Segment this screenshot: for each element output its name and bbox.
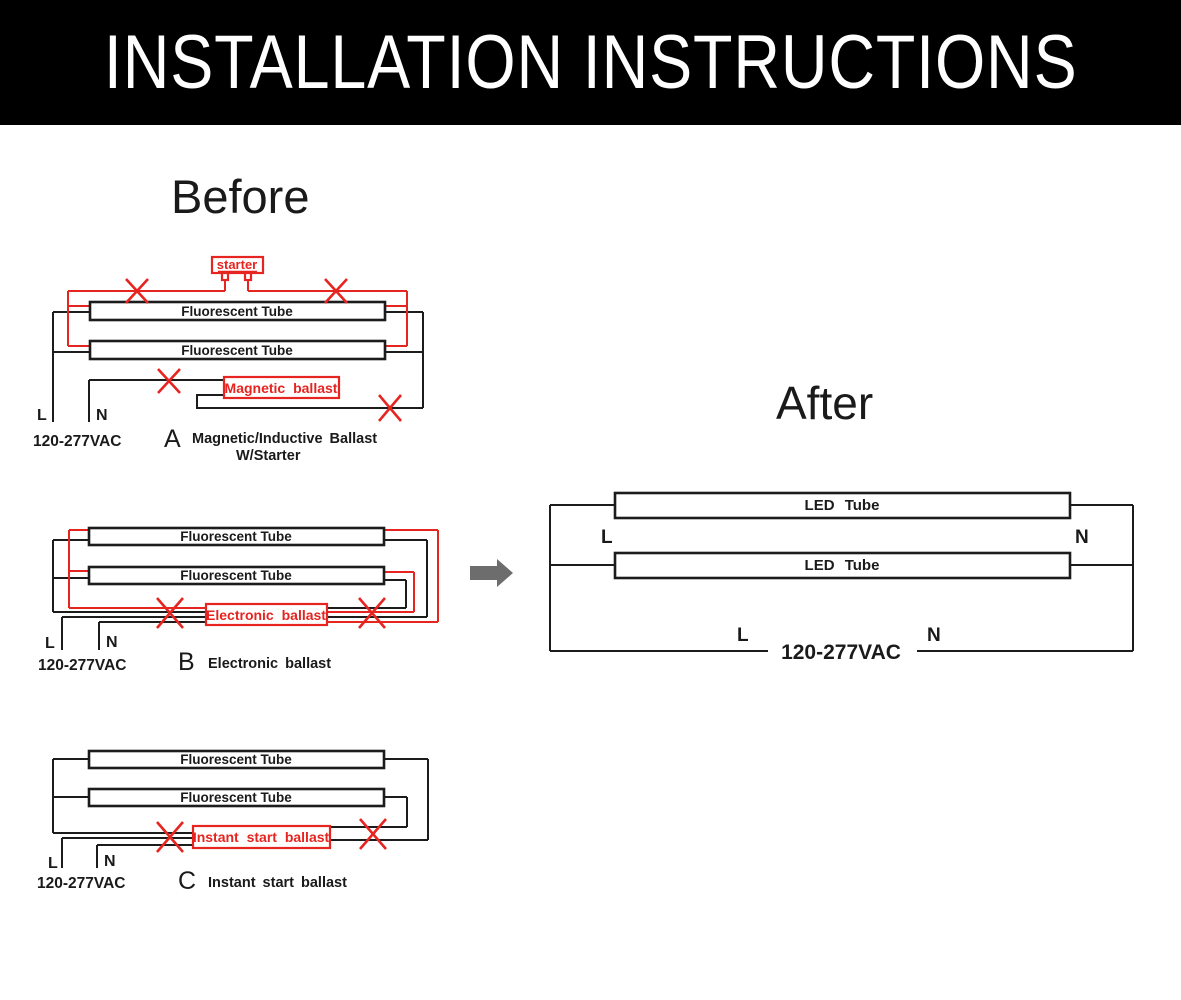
a-terminal-n-label: N [96,407,108,424]
electronic-ballast-box [204,602,329,627]
c-cut-mark-right [359,818,387,850]
a-cut-mark-top-right [324,278,348,304]
a-caption-line1: Magnetic/Inductive Ballast [192,431,377,447]
c-cut-mark-left [156,821,184,853]
diagram-after: LED Tube LED Tube L N L N 120-277VAC [549,491,1134,664]
c-terminal-n-label: N [104,853,116,870]
page-title: INSTALLATION INSTRUCTIONS [103,20,1078,105]
before-to-after-arrow-icon [470,559,513,587]
a-cut-mark-neutral [157,368,181,394]
b-tube1-label: Fluorescent Tube [180,529,292,544]
instant-start-ballast-label: Instant start ballast [193,829,330,845]
starter-pin-left [220,271,230,282]
diagram-a: starter Fluorescent Tube Fluorescent Tub… [33,255,424,464]
diagram-b: Fluorescent Tube Fluorescent Tube Electr… [38,526,439,676]
title-banner: INSTALLATION INSTRUCTIONS [0,0,1181,125]
after-n-bottom-label: N [927,625,941,646]
b-terminal-n-label: N [106,634,118,651]
after-voltage-label: 120-277VAC [781,641,901,664]
after-l-bottom-label: L [737,625,749,646]
a-voltage-label: 120-277VAC [33,433,121,450]
a-fluorescent-tube-1 [88,300,387,322]
b-cut-mark-left [156,597,184,629]
c-tube1-label: Fluorescent Tube [180,752,292,767]
b-fluorescent-tube-2 [87,565,386,586]
after-heading: After [776,377,874,429]
c-index-letter: C [178,867,196,895]
led-tube-1 [613,491,1072,520]
b-index-letter: B [178,648,195,676]
magnetic-ballast-box [222,375,341,400]
c-caption: Instant start ballast [208,875,347,891]
a-index-letter: A [164,425,181,453]
a-terminal-l-label: L [37,407,47,424]
starter-label: starter [217,257,257,272]
after-l-top-label: L [601,527,613,548]
a-fluorescent-tube-2 [88,339,387,361]
b-cut-mark-right [358,597,386,629]
starter-box [210,255,265,275]
a-caption-line2: W/Starter [236,448,301,464]
a-ballast-loop-wire [196,394,423,409]
a-tube2-label: Fluorescent Tube [181,343,293,358]
led-tube-2 [613,551,1072,580]
a-cut-mark-loop [378,394,402,422]
after-n-top-label: N [1075,527,1089,548]
a-cut-mark-top-left [125,278,149,304]
c-fluorescent-tube-1 [87,749,386,770]
after-tube1-label: LED Tube [805,497,880,514]
b-voltage-label: 120-277VAC [38,657,126,674]
a-tube1-label: Fluorescent Tube [181,304,293,319]
b-fluorescent-tube-1 [87,526,386,547]
electronic-ballast-label: Electronic ballast [206,607,326,623]
b-tube2-label: Fluorescent Tube [180,568,292,583]
magnetic-ballast-label: Magnetic ballast [225,380,338,396]
c-voltage-label: 120-277VAC [37,875,125,892]
b-terminal-l-label: L [45,635,55,652]
instant-start-ballast-box [191,824,332,850]
diagram-c: Fluorescent Tube Fluorescent Tube Instan… [37,749,429,895]
b-caption: Electronic ballast [208,656,331,672]
c-terminal-l-label: L [48,855,58,872]
c-tube2-label: Fluorescent Tube [180,790,292,805]
starter-pin-right [243,271,253,282]
after-tube2-label: LED Tube [805,557,880,574]
before-heading: Before [171,170,310,223]
c-fluorescent-tube-2 [87,787,386,808]
